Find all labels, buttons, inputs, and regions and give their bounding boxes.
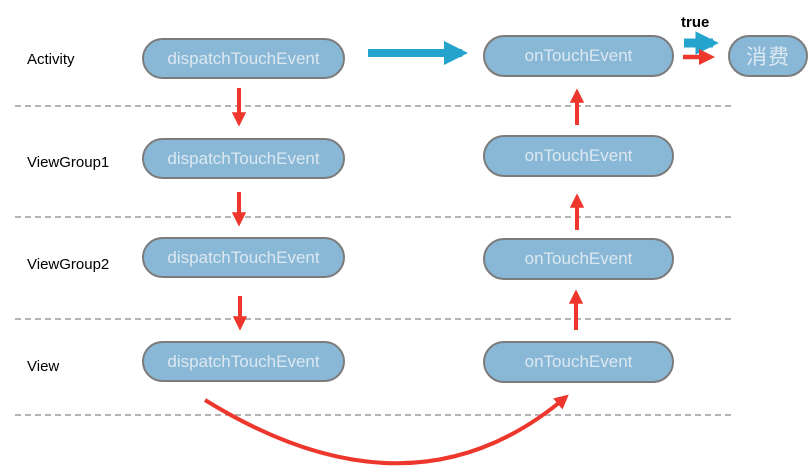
dispatch-touch-event-node-view: dispatchTouchEvent bbox=[142, 341, 345, 382]
consume-node: 消费 bbox=[728, 35, 808, 77]
row-label-viewgroup2: ViewGroup2 bbox=[27, 256, 110, 273]
row-label-activity: Activity bbox=[27, 51, 75, 68]
arrow-curve-dispatch-to-ontouch-view-icon bbox=[203, 394, 569, 466]
on-touch-event-node-viewgroup2: onTouchEvent bbox=[483, 238, 674, 280]
row-divider bbox=[15, 216, 731, 218]
row-label-viewgroup1: ViewGroup1 bbox=[27, 154, 110, 171]
on-touch-event-node-viewgroup1: onTouchEvent bbox=[483, 135, 674, 177]
on-touch-event-node-activity: onTouchEvent bbox=[483, 35, 674, 77]
row-label-view: View bbox=[27, 358, 60, 375]
dispatch-touch-event-node-activity: dispatchTouchEvent bbox=[142, 38, 345, 79]
on-touch-event-node-view: onTouchEvent bbox=[483, 341, 674, 383]
dispatch-touch-event-node-viewgroup2: dispatchTouchEvent bbox=[142, 237, 345, 278]
true-return-label: true bbox=[681, 14, 710, 31]
row-divider bbox=[15, 414, 731, 416]
row-divider bbox=[15, 105, 731, 107]
dispatch-touch-event-node-viewgroup1: dispatchTouchEvent bbox=[142, 138, 345, 179]
row-divider bbox=[15, 318, 731, 320]
